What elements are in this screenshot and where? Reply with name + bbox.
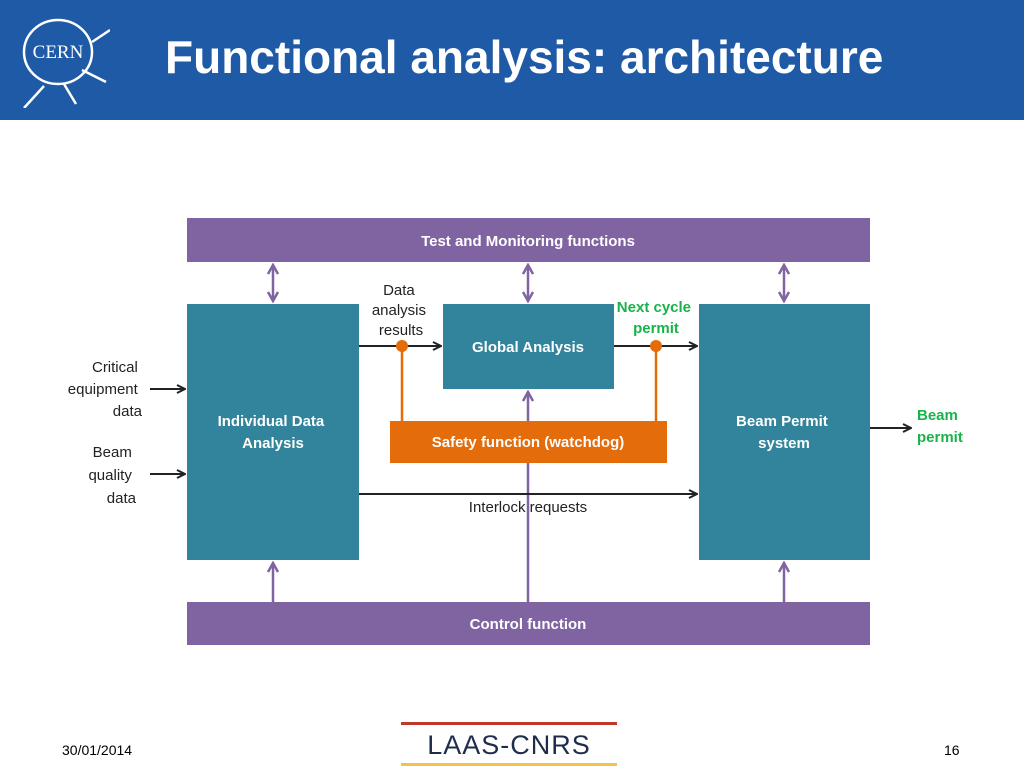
beam-permit-system-label: Beam Permit system [736,413,832,452]
test-monitoring-label: Test and Monitoring functions [421,233,635,250]
next-cycle-permit-label: Next cycle permit [617,299,695,337]
svg-text:CERN: CERN [33,42,84,63]
beam-quality-data-label: Beam quality data [88,444,136,507]
safety-function-box [390,421,667,463]
data-analysis-results-label: Data analysis results [372,282,430,339]
footer-date: 30/01/2014 [62,742,133,758]
svg-text:LAAS-CNRS: LAAS-CNRS [427,730,591,760]
cern-logo-icon: CERN [22,18,110,108]
slide-header: CERN Functional analysis: architecture [0,0,1024,120]
global-analysis-label: Global Analysis [472,339,584,356]
beam-permit-output-label: Beam permit [917,407,963,446]
control-function-label: Control function [470,616,587,633]
safety-tap-dot-left [396,340,408,352]
safety-function-label: Safety function (watchdog) [432,434,625,451]
page-number: 16 [944,742,960,758]
beam-permit-system-box [699,304,870,560]
slide-title: Functional analysis: architecture [165,31,884,83]
global-analysis-box [443,304,614,389]
test-monitoring-band [187,218,870,262]
safety-tap-dot-right [650,340,662,352]
individual-data-analysis-label: Individual Data Analysis [218,413,329,452]
critical-equipment-data-label: Critical equipment data [68,359,143,420]
individual-data-analysis-box [187,304,359,560]
laas-cnrs-logo: LAAS-CNRS [401,722,617,766]
interlock-requests-label: Interlock requests [469,499,587,516]
control-function-band [187,602,870,645]
